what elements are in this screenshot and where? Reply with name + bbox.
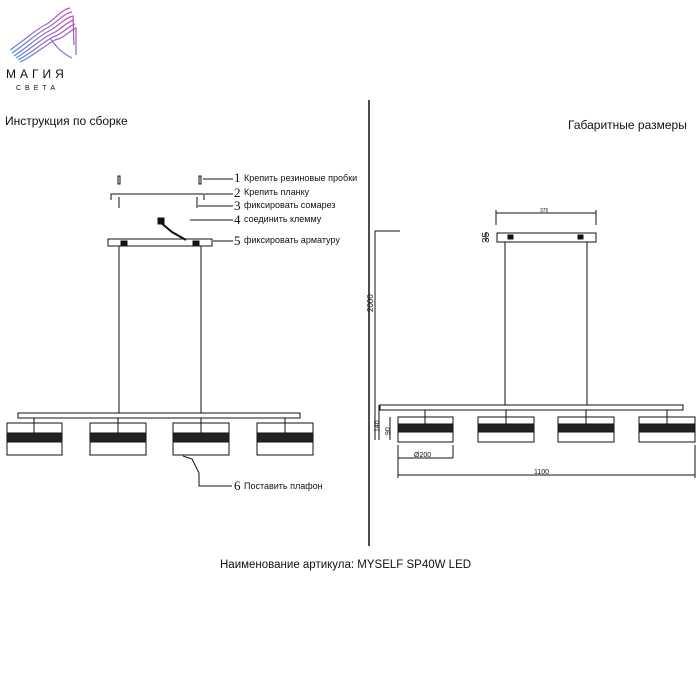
step-label: фиксировать арматуру [244, 235, 340, 245]
dim-shade-height: 90 [385, 427, 392, 435]
svg-text:2: 2 [234, 185, 241, 200]
article-name: Наименование артикула: MYSELF SP40W LED [220, 559, 471, 571]
dim-canopy-width: 375 [540, 208, 549, 214]
svg-text:6: 6 [234, 478, 241, 493]
dim-shade-diameter: Ø200 [414, 452, 431, 459]
assembly-title: Инструкция по сборке [5, 114, 128, 128]
svg-text:1: 1 [234, 170, 241, 185]
brand-logo: МАГИЯ СВЕТА [6, 7, 77, 92]
dim-canopy-height: 35 [481, 231, 492, 243]
brand-subname: СВЕТА [16, 85, 59, 92]
svg-text:3: 3 [234, 198, 241, 213]
wave-icon [9, 7, 77, 63]
step-label: Крепить планку [244, 187, 310, 197]
shades [6, 418, 314, 456]
dim-total-length: 1100 [534, 469, 549, 476]
brand-name: МАГИЯ [6, 67, 68, 81]
svg-text:5: 5 [234, 233, 241, 248]
step-label: соединить клемму [244, 214, 322, 224]
dimensions-drawing [374, 210, 696, 478]
dimension-labels: 375 35 2000 140 90 Ø200 1100 [366, 208, 549, 476]
dim-total-height: 2000 [366, 294, 375, 312]
assembly-drawing [6, 175, 314, 487]
step-label: Поставить плафон [244, 481, 323, 491]
dim-drop: 140 [374, 420, 381, 432]
step-label: Крепить резиновые пробки [244, 173, 357, 183]
svg-text:4: 4 [234, 212, 241, 227]
step-label: фиксировать сомарез [244, 200, 336, 210]
dimensions-title: Габаритные размеры [568, 118, 687, 132]
